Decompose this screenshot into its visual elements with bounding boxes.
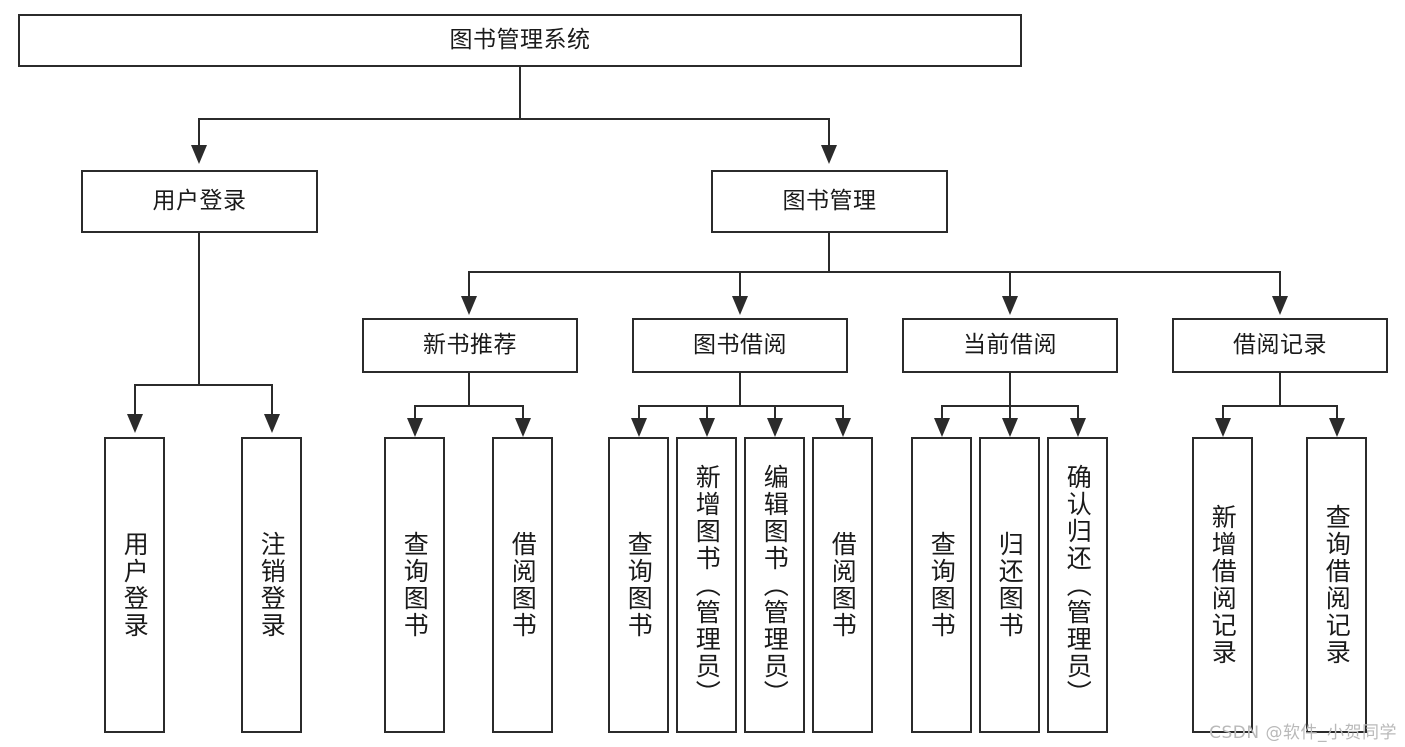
- arrow-nb-to-leaf-2: [515, 418, 531, 437]
- arrow-bb-to-leaf-1: [631, 418, 647, 437]
- arrow-user-login-to-leaf-1: [127, 414, 143, 433]
- node-leaf-confirm-return-admin[interactable]: 确认归还（管理员）: [1047, 437, 1108, 733]
- arrow-user-login-to-leaf-2: [264, 414, 280, 433]
- arrow-root-to-book-management: [821, 145, 837, 164]
- arrow-bm-to-book-borrow: [732, 296, 748, 315]
- node-label: 图书管理: [782, 187, 877, 214]
- node-label: 查询图书: [400, 531, 430, 639]
- connector-bb-to-leaf-3: [774, 405, 776, 419]
- node-label: 查询图书: [927, 531, 957, 639]
- node-label: 借阅图书: [828, 531, 858, 639]
- arrow-br-to-leaf-1: [1215, 418, 1231, 437]
- connector-bm-to-new-book: [468, 271, 470, 297]
- connector-nb-to-leaf-1: [414, 405, 416, 419]
- connector-book-borrow-stem: [739, 373, 741, 406]
- node-leaf-query-book-recommend[interactable]: 查询图书: [384, 437, 445, 733]
- node-leaf-query-borrow-record[interactable]: 查询借阅记录: [1306, 437, 1367, 733]
- node-label: 新增借阅记录: [1208, 504, 1238, 666]
- arrow-br-to-leaf-2: [1329, 418, 1345, 437]
- connector-book-management-bar: [468, 271, 1280, 273]
- connector-bb-to-leaf-1: [638, 405, 640, 419]
- arrow-bb-to-leaf-4: [835, 418, 851, 437]
- arrow-cb-to-leaf-2: [1002, 418, 1018, 437]
- connector-bm-to-current-borrow: [1009, 271, 1011, 297]
- connector-cb-to-leaf-2: [1009, 405, 1011, 419]
- node-label: 查询借阅记录: [1322, 504, 1352, 666]
- connector-borrow-record-stem: [1279, 373, 1281, 406]
- connector-cb-to-leaf-3: [1077, 405, 1079, 419]
- arrow-root-to-user-login: [191, 145, 207, 164]
- connector-current-borrow-stem: [1009, 373, 1011, 406]
- connector-bb-to-leaf-2: [706, 405, 708, 419]
- node-new-book-recommend[interactable]: 新书推荐: [362, 318, 578, 373]
- node-label: 编辑图书（管理员）: [760, 463, 790, 707]
- connector-br-to-leaf-1: [1222, 405, 1224, 419]
- connector-root-to-book-management: [828, 118, 830, 146]
- node-label: 图书管理系统: [449, 26, 591, 53]
- connector-bm-to-book-borrow: [739, 271, 741, 297]
- node-borrow-record[interactable]: 借阅记录: [1172, 318, 1388, 373]
- arrow-bb-to-leaf-2: [699, 418, 715, 437]
- connector-bm-to-borrow-record: [1279, 271, 1281, 297]
- connector-borrow-record-bar: [1222, 405, 1338, 407]
- node-label: 用户登录: [120, 531, 150, 639]
- connector-bb-to-leaf-4: [842, 405, 844, 419]
- connector-user-login-bar: [134, 384, 272, 386]
- connector-nb-to-leaf-2: [522, 405, 524, 419]
- node-label: 借阅图书: [508, 531, 538, 639]
- arrow-nb-to-leaf-1: [407, 418, 423, 437]
- node-leaf-add-book-admin[interactable]: 新增图书（管理员）: [676, 437, 737, 733]
- connector-user-login-to-leaf-2: [271, 384, 273, 415]
- connector-book-management-stem: [828, 233, 830, 272]
- node-label: 用户登录: [152, 187, 247, 214]
- arrow-cb-to-leaf-3: [1070, 418, 1086, 437]
- node-leaf-borrow-book-recommend[interactable]: 借阅图书: [492, 437, 553, 733]
- arrow-bm-to-new-book: [461, 296, 477, 315]
- connector-user-login-to-leaf-1: [134, 384, 136, 415]
- node-root-book-management-system[interactable]: 图书管理系统: [18, 14, 1022, 67]
- node-leaf-borrow-book[interactable]: 借阅图书: [812, 437, 873, 733]
- node-label: 查询图书: [624, 531, 654, 639]
- node-leaf-logout[interactable]: 注销登录: [241, 437, 302, 733]
- node-label: 借阅记录: [1233, 331, 1327, 358]
- node-label: 当前借阅: [963, 331, 1057, 358]
- node-leaf-return-book[interactable]: 归还图书: [979, 437, 1040, 733]
- connector-cb-to-leaf-1: [941, 405, 943, 419]
- node-label: 图书借阅: [693, 331, 787, 358]
- node-book-borrow[interactable]: 图书借阅: [632, 318, 848, 373]
- arrow-cb-to-leaf-1: [934, 418, 950, 437]
- node-label: 确认归还（管理员）: [1063, 463, 1093, 707]
- connector-root-bar: [198, 118, 830, 120]
- node-leaf-add-borrow-record[interactable]: 新增借阅记录: [1192, 437, 1253, 733]
- node-label: 注销登录: [257, 531, 287, 639]
- connector-br-to-leaf-2: [1336, 405, 1338, 419]
- csdn-watermark: CSDN @软件_小贺同学: [1209, 723, 1397, 743]
- node-user-login[interactable]: 用户登录: [81, 170, 318, 233]
- node-leaf-edit-book-admin[interactable]: 编辑图书（管理员）: [744, 437, 805, 733]
- connector-book-borrow-bar: [638, 405, 843, 407]
- node-label: 新增图书（管理员）: [692, 463, 722, 707]
- connector-user-login-stem: [198, 233, 200, 385]
- node-leaf-query-book-current[interactable]: 查询图书: [911, 437, 972, 733]
- node-leaf-user-login[interactable]: 用户登录: [104, 437, 165, 733]
- connector-root-stem: [519, 67, 521, 119]
- connector-root-to-user-login: [198, 118, 200, 146]
- node-book-management[interactable]: 图书管理: [711, 170, 948, 233]
- arrow-bm-to-borrow-record: [1272, 296, 1288, 315]
- node-current-borrow[interactable]: 当前借阅: [902, 318, 1118, 373]
- arrow-bb-to-leaf-3: [767, 418, 783, 437]
- connector-new-book-stem: [468, 373, 470, 406]
- node-label: 新书推荐: [423, 331, 517, 358]
- node-label: 归还图书: [995, 531, 1025, 639]
- arrow-bm-to-current-borrow: [1002, 296, 1018, 315]
- node-leaf-query-book[interactable]: 查询图书: [608, 437, 669, 733]
- connector-new-book-bar: [414, 405, 524, 407]
